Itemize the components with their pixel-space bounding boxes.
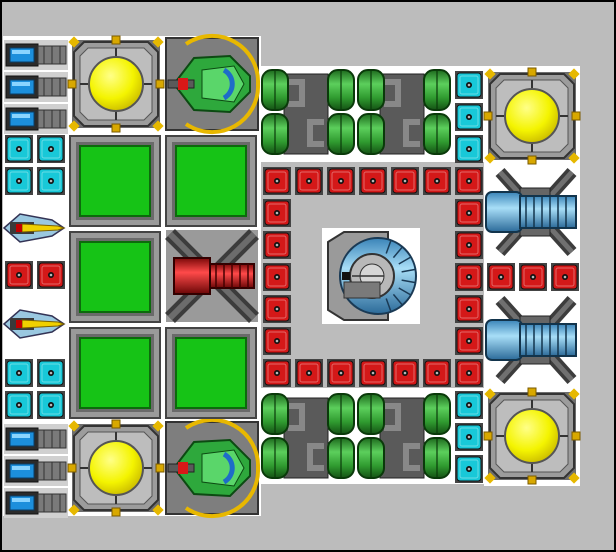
red-conduit-module[interactable] — [263, 295, 291, 323]
cyan-conduit-module[interactable] — [37, 359, 65, 387]
red-conduit-module[interactable] — [263, 327, 291, 355]
red-conduit-module[interactable] — [295, 359, 323, 387]
red-conduit-module[interactable] — [5, 261, 33, 289]
red-cannon-module[interactable] — [165, 229, 259, 323]
blue-battery-module[interactable] — [4, 456, 68, 486]
blue-battery-module[interactable] — [4, 488, 68, 518]
red-conduit-module[interactable] — [487, 263, 515, 291]
cyan-conduit-module[interactable] — [455, 423, 483, 451]
blue-battery-module[interactable] — [4, 72, 68, 102]
reactor-module[interactable] — [67, 419, 165, 517]
green-turret-module[interactable] — [165, 417, 261, 519]
red-conduit-module[interactable] — [455, 199, 483, 227]
cyan-conduit-module[interactable] — [5, 391, 33, 419]
red-conduit-module[interactable] — [455, 327, 483, 355]
hull-plate-module[interactable] — [165, 135, 257, 227]
red-conduit-module[interactable] — [519, 263, 547, 291]
blue-battery-module[interactable] — [4, 424, 68, 454]
red-conduit-module[interactable] — [37, 261, 65, 289]
red-conduit-module[interactable] — [359, 359, 387, 387]
red-conduit-module[interactable] — [263, 359, 291, 387]
red-conduit-module[interactable] — [391, 167, 419, 195]
red-conduit-module[interactable] — [551, 263, 579, 291]
red-conduit-module[interactable] — [423, 359, 451, 387]
cyan-conduit-module[interactable] — [455, 135, 483, 163]
yellow-missile-module[interactable] — [2, 213, 66, 243]
reactor-module[interactable] — [483, 67, 581, 165]
cyan-conduit-module[interactable] — [455, 455, 483, 483]
hull-plate-module[interactable] — [69, 327, 161, 419]
hull-plate-module[interactable] — [165, 327, 257, 419]
cyan-conduit-module[interactable] — [37, 167, 65, 195]
red-conduit-module[interactable] — [391, 359, 419, 387]
green-fuel-tank-module[interactable] — [261, 69, 355, 155]
red-conduit-module[interactable] — [455, 295, 483, 323]
red-conduit-module[interactable] — [327, 359, 355, 387]
red-conduit-module[interactable] — [455, 359, 483, 387]
blue-thruster-module[interactable] — [485, 167, 577, 257]
green-fuel-tank-module[interactable] — [261, 393, 355, 479]
red-conduit-module[interactable] — [263, 167, 291, 195]
cyan-conduit-module[interactable] — [455, 71, 483, 99]
red-conduit-module[interactable] — [455, 167, 483, 195]
red-conduit-module[interactable] — [359, 167, 387, 195]
red-conduit-module[interactable] — [295, 167, 323, 195]
cyan-conduit-module[interactable] — [37, 391, 65, 419]
hull-plate-module[interactable] — [69, 135, 161, 227]
red-conduit-module[interactable] — [455, 263, 483, 291]
hull-plate-module[interactable] — [69, 231, 161, 323]
green-fuel-tank-module[interactable] — [357, 69, 451, 155]
blue-battery-module[interactable] — [4, 40, 68, 70]
green-turret-module[interactable] — [165, 33, 261, 135]
blue-thruster-module[interactable] — [485, 295, 577, 385]
cyan-conduit-module[interactable] — [37, 135, 65, 163]
red-conduit-module[interactable] — [455, 231, 483, 259]
red-conduit-module[interactable] — [263, 263, 291, 291]
red-conduit-module[interactable] — [327, 167, 355, 195]
cyan-conduit-module[interactable] — [5, 135, 33, 163]
red-conduit-module[interactable] — [263, 199, 291, 227]
green-fuel-tank-module[interactable] — [357, 393, 451, 479]
cyan-conduit-module[interactable] — [5, 167, 33, 195]
reactor-module[interactable] — [67, 35, 165, 133]
yellow-missile-module[interactable] — [2, 309, 66, 339]
cyan-conduit-module[interactable] — [455, 103, 483, 131]
red-conduit-module[interactable] — [263, 231, 291, 259]
blue-battery-module[interactable] — [4, 104, 68, 134]
reactor-module[interactable] — [483, 387, 581, 485]
cyan-conduit-module[interactable] — [5, 359, 33, 387]
cyan-conduit-module[interactable] — [455, 391, 483, 419]
red-conduit-module[interactable] — [423, 167, 451, 195]
bridge-command-module[interactable] — [327, 231, 417, 321]
